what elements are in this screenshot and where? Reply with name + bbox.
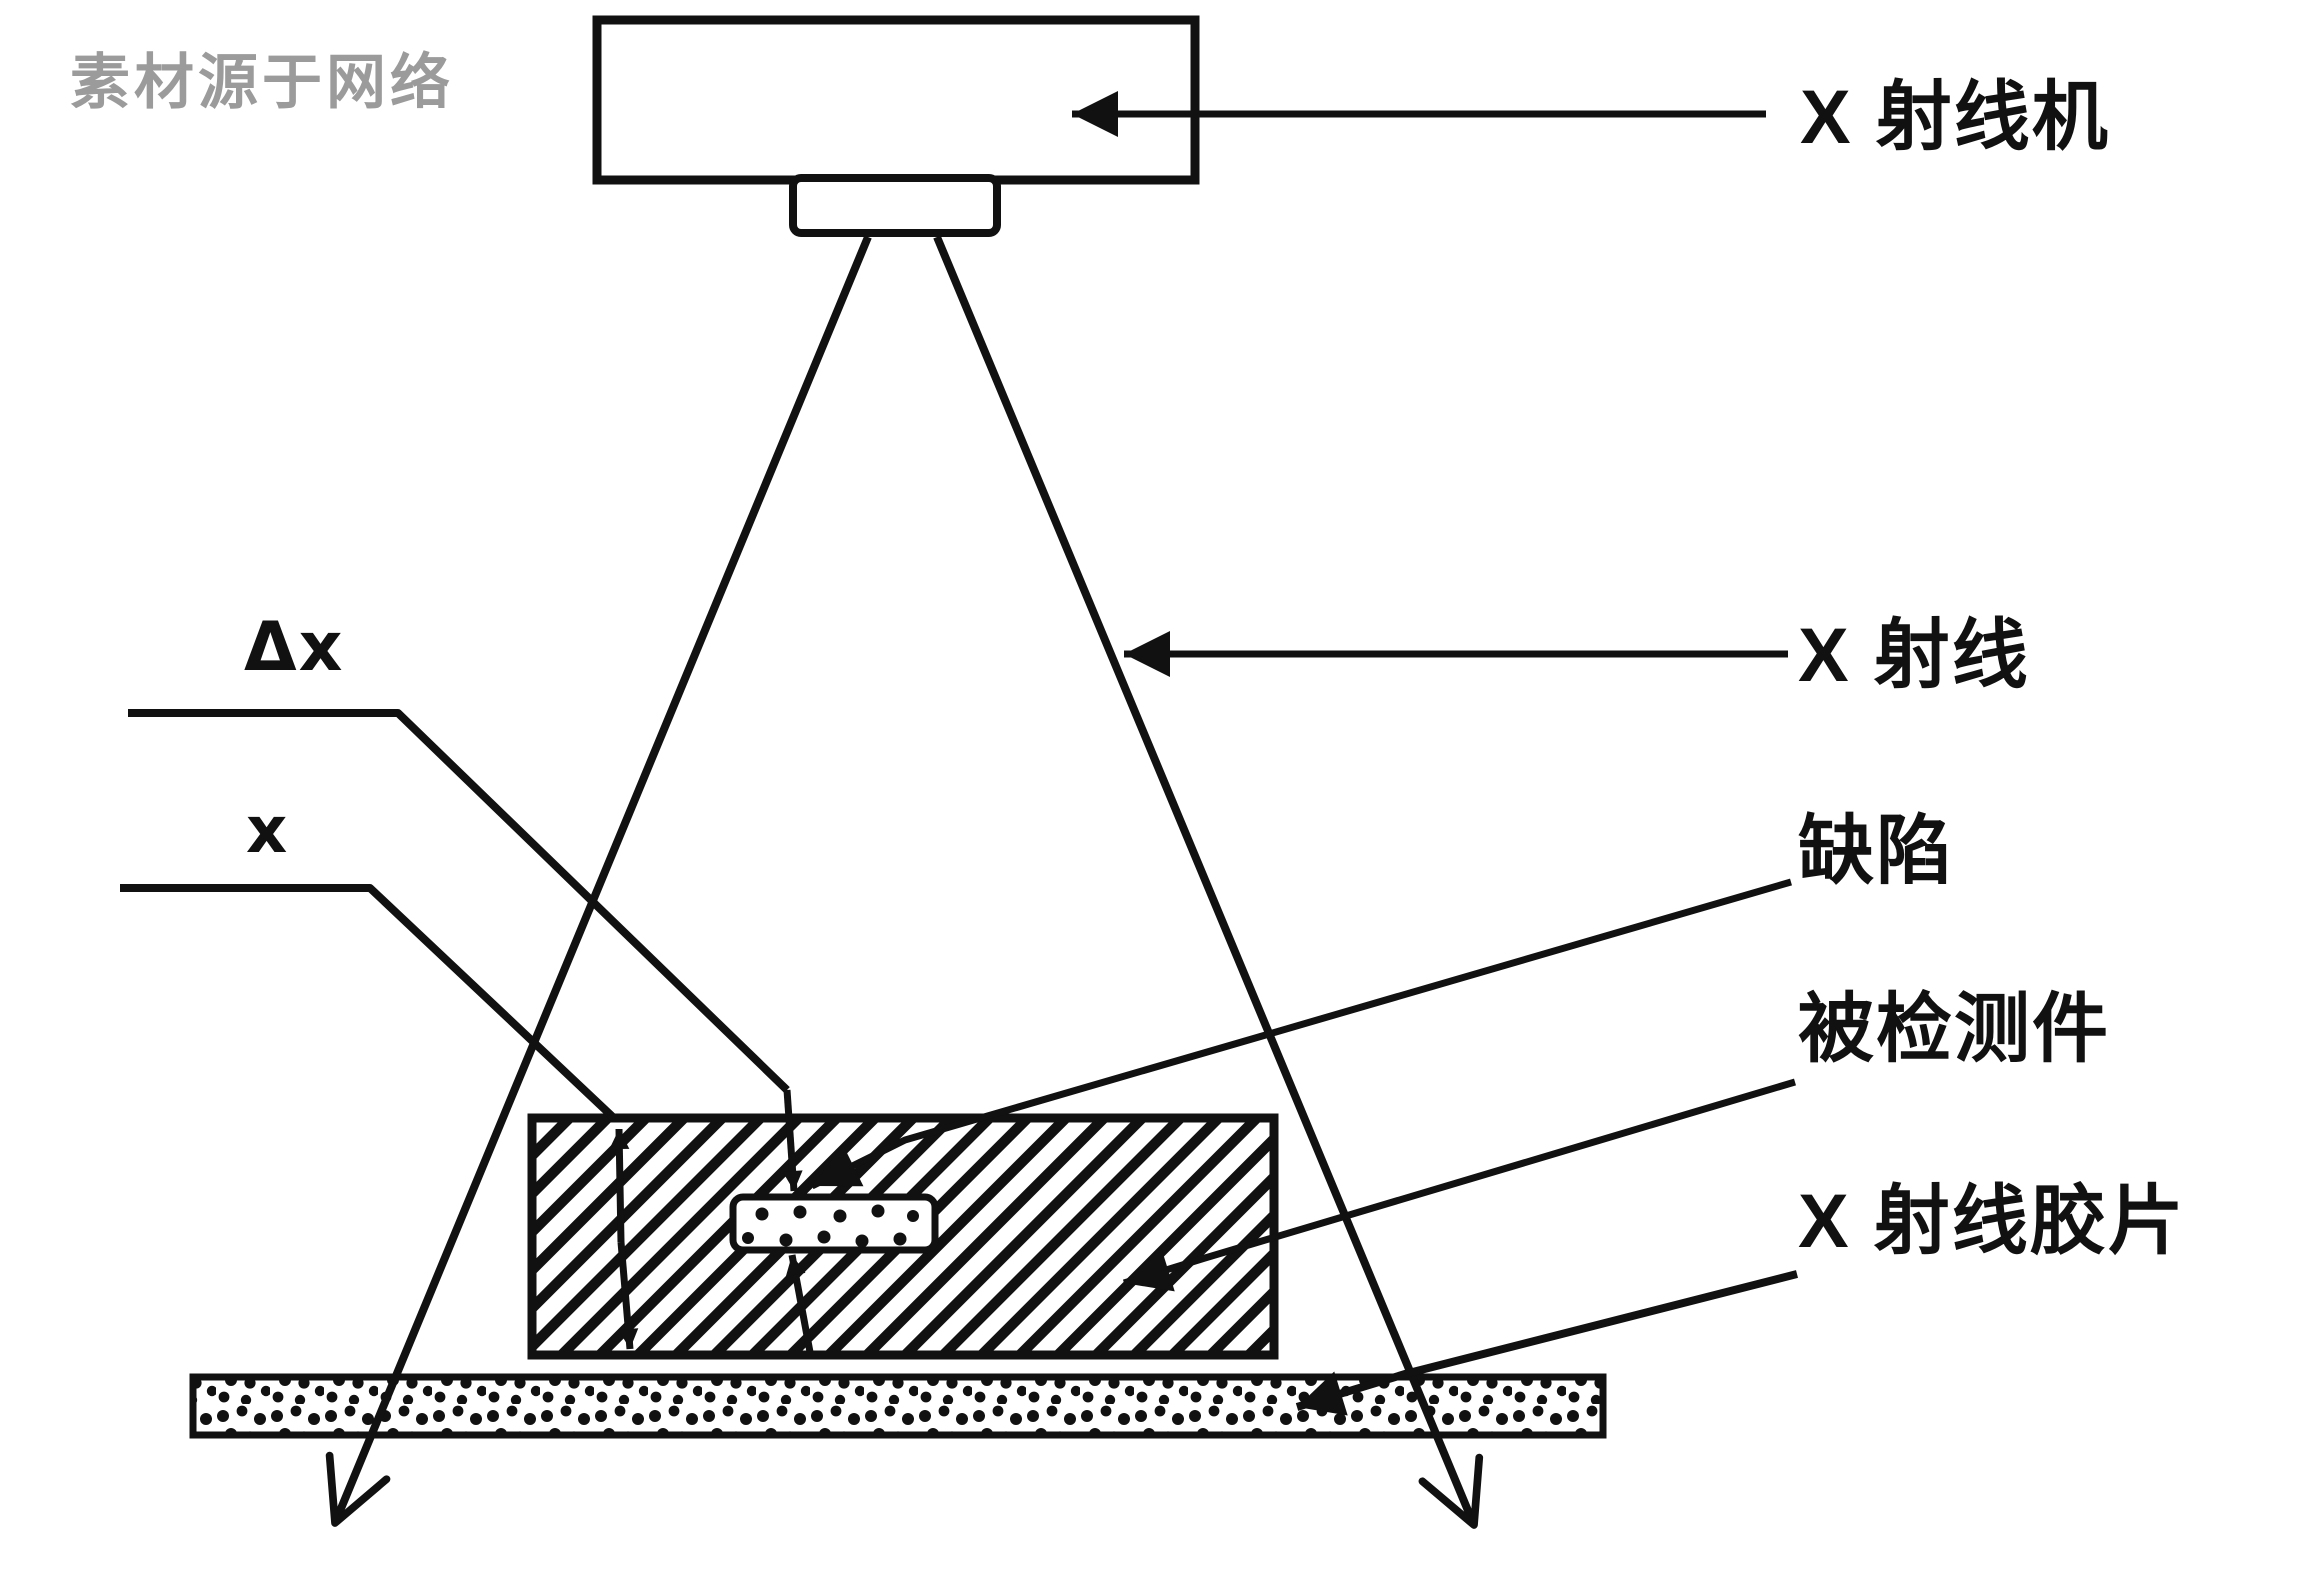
label-x: x: [246, 794, 290, 868]
label-xray-film: X 射线胶片: [1798, 1179, 2186, 1264]
beam-left-ray: [325, 235, 872, 1527]
watermark-text: 素材源于网络: [70, 49, 454, 116]
x-dim-bottom-arrow: [617, 1241, 639, 1350]
x-callout-line: [120, 884, 618, 1122]
delta-x-dim-top-arrow: [782, 1089, 803, 1192]
xray-machine-box: [592, 15, 1200, 185]
test-piece-leader-arrow: [1122, 1078, 1797, 1292]
xray-film-leader-arrow: [1295, 1270, 1798, 1416]
label-test-piece: 被检测件: [1798, 987, 2110, 1072]
defect-inclusion: [729, 1193, 939, 1254]
delta-x-callout-line: [128, 709, 790, 1093]
collimator-nozzle: [789, 174, 1001, 237]
delta-x-dim-bottom-arrow: [785, 1254, 814, 1353]
label-xray-beam: X 射线: [1798, 613, 2030, 698]
label-defect: 缺陷: [1798, 809, 1954, 894]
x-dim-top-arrow: [609, 1128, 630, 1243]
xray-film-strip: [189, 1373, 1607, 1439]
defect-leader-arrow: [810, 878, 1792, 1190]
beam-right-ray: [933, 235, 1484, 1529]
label-delta-x: Δx: [244, 608, 345, 687]
label-xray-machine: X 射线机: [1800, 75, 2110, 160]
